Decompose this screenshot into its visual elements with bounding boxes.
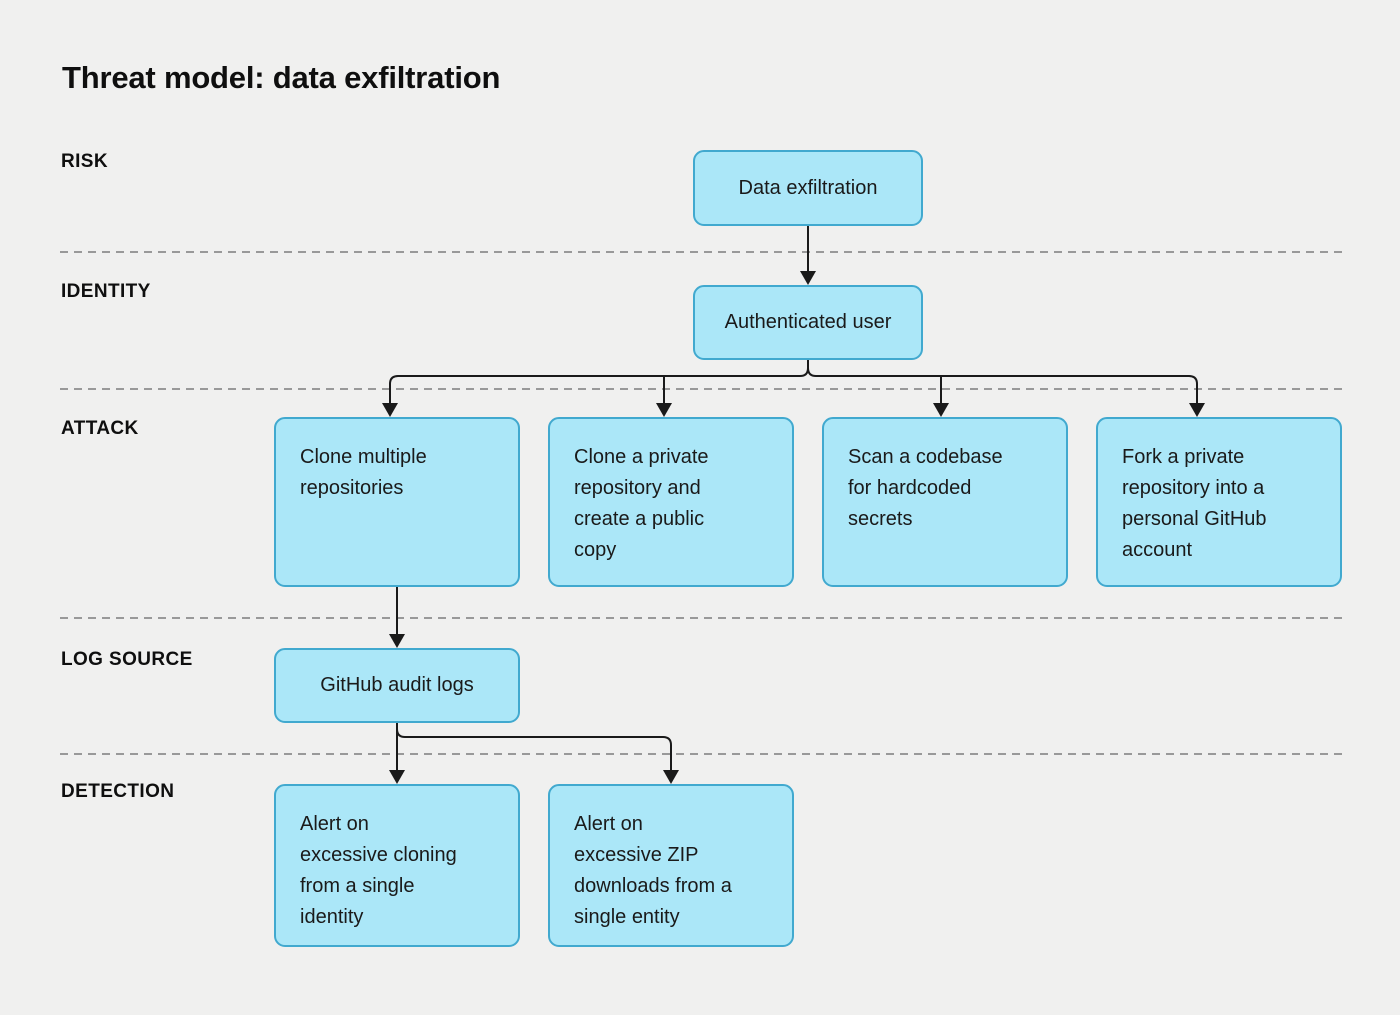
node-risk: Data exfiltration	[693, 150, 923, 226]
arrowhead-identity	[800, 271, 816, 285]
arrowhead-detection-1	[389, 770, 405, 784]
arrowhead-attack-1	[382, 403, 398, 417]
row-label-log-source: LOG SOURCE	[61, 649, 193, 670]
connector-identity-attack-right	[807, 367, 1198, 404]
row-label-risk: RISK	[61, 151, 108, 172]
node-attack-scan-codebase: Scan a codebase for hardcoded secrets	[822, 417, 1068, 587]
row-label-detection: DETECTION	[61, 781, 175, 802]
node-attack-fork-private: Fork a private repository into a persona…	[1096, 417, 1342, 587]
node-identity: Authenticated user	[693, 285, 923, 360]
node-attack-clone-private: Clone a private repository and create a …	[548, 417, 794, 587]
connector-logsource-detection-2	[396, 728, 672, 770]
arrowhead-attack-3	[933, 403, 949, 417]
node-detection-zip-downloads: Alert on excessive ZIP downloads from a …	[548, 784, 794, 947]
row-label-attack: ATTACK	[61, 418, 139, 439]
node-detection-excessive-cloning: Alert on excessive cloning from a single…	[274, 784, 520, 947]
node-attack-clone-multiple: Clone multiple repositories	[274, 417, 520, 587]
arrowhead-attack-2	[656, 403, 672, 417]
connector-identity-attack-left	[389, 360, 809, 404]
node-log-source: GitHub audit logs	[274, 648, 520, 723]
row-label-identity: IDENTITY	[61, 281, 151, 302]
arrowhead-logsource	[389, 634, 405, 648]
arrowhead-attack-4	[1189, 403, 1205, 417]
arrowhead-detection-2	[663, 770, 679, 784]
page-title: Threat model: data exfiltration	[62, 60, 501, 95]
